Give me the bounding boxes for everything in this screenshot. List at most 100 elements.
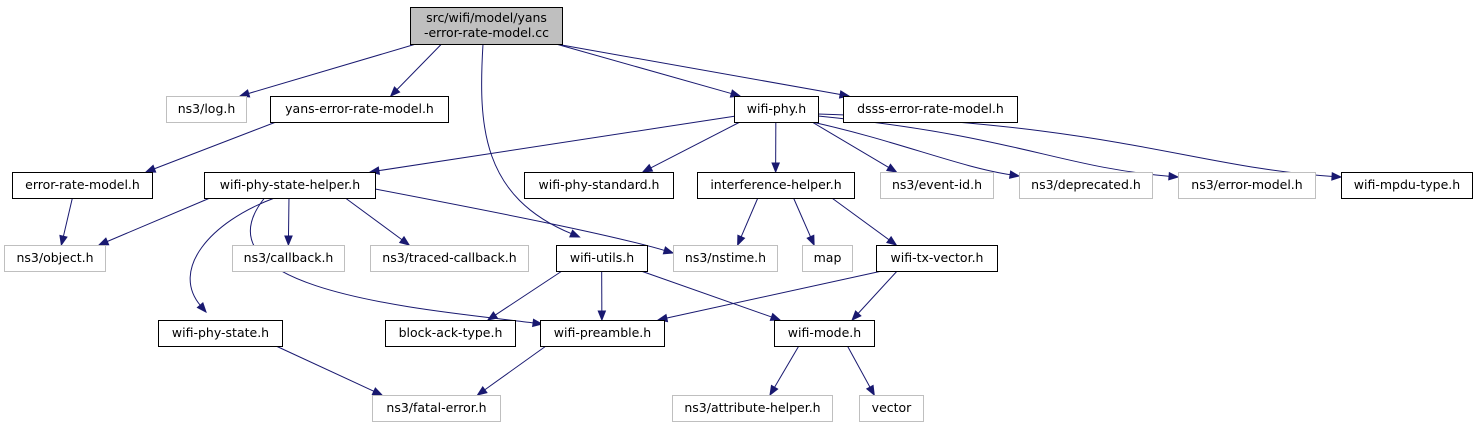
node-box-wifi-phy-standard-h: [524, 172, 674, 199]
edge-wifi-phy-h-to-ns3-event-id-h: [811, 121, 890, 169]
node-box-ns3-attribute-helper-h: [672, 395, 833, 422]
edge-wifi-phy-state-helper-h-to-wifi-phy-state-h: [189, 197, 275, 307]
node-wifi-tx-vector-h[interactable]: wifi-tx-vector.h: [876, 245, 998, 272]
node-label-ns3-callback-h: ns3/callback.h: [244, 250, 334, 265]
node-box-error-rate-model-h: [12, 172, 153, 199]
arrowhead-wifi-phy-state-h-to-ns3-fatal-error-h: [371, 387, 384, 396]
node-box-wifi-tx-vector-h: [876, 245, 998, 272]
node-ns3-error-model-h[interactable]: ns3/error-model.h: [1178, 172, 1316, 199]
node-box-ns3-traced-callback-h: [370, 245, 529, 272]
edge-root-to-dsss-error-rate-model-h: [555, 43, 842, 96]
arrowhead-wifi-phy-h-to-ns3-event-id-h: [885, 163, 898, 173]
node-ns3-attribute-helper-h[interactable]: ns3/attribute-helper.h: [672, 395, 833, 422]
node-label-wifi-phy-h: wifi-phy.h: [747, 101, 806, 116]
node-interference-helper-h[interactable]: interference-helper.h: [697, 172, 855, 199]
node-ns3-fatal-error-h[interactable]: ns3/fatal-error.h: [372, 395, 501, 422]
node-box-wifi-preamble-h: [540, 320, 665, 347]
node-label-ns3-event-id-h: ns3/event-id.h: [892, 177, 982, 192]
node-wifi-mode-h[interactable]: wifi-mode.h: [774, 320, 875, 347]
arrowhead-wifi-phy-h-to-ns3-error-model-h: [1168, 171, 1180, 181]
node-yans-error-rate-model-h[interactable]: yans-error-rate-model.h: [270, 96, 449, 123]
edge-wifi-phy-h-to-wifi-phy-state-helper-h: [377, 115, 737, 172]
arrowhead-root-to-ns3-log-h: [238, 89, 251, 98]
node-error-rate-model-h[interactable]: error-rate-model.h: [12, 172, 153, 199]
node-wifi-phy-state-h[interactable]: wifi-phy-state.h: [158, 320, 283, 347]
node-label-wifi-utils-h: wifi-utils.h: [570, 250, 634, 265]
node-dsss-error-rate-model-h[interactable]: dsss-error-rate-model.h: [843, 96, 1018, 123]
node-wifi-phy-h[interactable]: wifi-phy.h: [734, 96, 819, 123]
node-label-ns3-error-model-h: ns3/error-model.h: [1191, 177, 1302, 192]
node-box-dsss-error-rate-model-h: [843, 96, 1018, 123]
edge-wifi-phy-h-to-ns3-error-model-h: [817, 115, 1171, 177]
node-box-wifi-phy-state-h: [158, 320, 283, 347]
node-box-yans-error-rate-model-h: [270, 96, 449, 123]
edge-wifi-mode-h-to-ns3-attribute-helper-h: [773, 345, 800, 389]
node-wifi-mpdu-type-h[interactable]: wifi-mpdu-type.h: [1341, 172, 1473, 199]
node-ns3-traced-callback-h[interactable]: ns3/traced-callback.h: [370, 245, 529, 272]
node-ns3-event-id-h[interactable]: ns3/event-id.h: [880, 172, 994, 199]
node-box-ns3-log-h: [166, 96, 247, 123]
node-label-interference-helper-h: interference-helper.h: [710, 177, 841, 192]
node-map[interactable]: map: [802, 245, 853, 272]
edge-yans-error-rate-model-h-to-error-rate-model-h: [153, 121, 277, 170]
node-label-ns3-log-h: ns3/log.h: [178, 101, 236, 116]
node-wifi-utils-h[interactable]: wifi-utils.h: [556, 245, 648, 272]
node-wifi-phy-standard-h[interactable]: wifi-phy-standard.h: [524, 172, 674, 199]
node-vector[interactable]: vector: [859, 395, 924, 422]
edge-wifi-phy-state-helper-h-to-wifi-preamble-h: [249, 197, 535, 324]
arrowhead-wifi-utils-h-to-wifi-mode-h: [769, 312, 782, 321]
node-label-wifi-mpdu-type-h: wifi-mpdu-type.h: [1354, 177, 1460, 192]
edge-wifi-phy-h-to-wifi-phy-standard-h: [649, 121, 741, 169]
arrowhead-wifi-mode-h-to-vector: [865, 384, 875, 397]
node-box-map: [802, 245, 853, 272]
node-label-error-rate-model-h: error-rate-model.h: [25, 177, 140, 192]
node-ns3-deprecated-h[interactable]: ns3/deprecated.h: [1019, 172, 1153, 199]
node-box-block-ack-type-h: [385, 320, 516, 347]
node-box-ns3-error-model-h: [1178, 172, 1316, 199]
arrowhead-wifi-phy-h-to-interference-helper-h: [771, 162, 781, 174]
edge-wifi-preamble-h-to-ns3-fatal-error-h: [483, 345, 547, 391]
node-ns3-nstime-h[interactable]: ns3/nstime.h: [673, 245, 778, 272]
node-box-ns3-fatal-error-h: [372, 395, 501, 422]
node-wifi-phy-state-helper-h[interactable]: wifi-phy-state-helper.h: [204, 172, 376, 199]
node-wifi-preamble-h[interactable]: wifi-preamble.h: [540, 320, 665, 347]
node-label-wifi-tx-vector-h: wifi-tx-vector.h: [891, 250, 984, 265]
arrowhead-root-to-wifi-phy-h: [729, 89, 742, 98]
node-box-wifi-phy-state-helper-h: [204, 172, 376, 199]
edge-root-to-wifi-phy-h: [555, 43, 733, 95]
node-box-ns3-deprecated-h: [1019, 172, 1153, 199]
arrowhead-wifi-phy-state-helper-h-to-ns3-nstime-h: [662, 246, 675, 255]
arrowhead-wifi-phy-h-to-ns3-deprecated-h: [1008, 170, 1021, 179]
edge-wifi-phy-state-helper-h-to-ns3-nstime-h: [374, 188, 666, 252]
edge-wifi-tx-vector-h-to-wifi-mode-h: [857, 270, 898, 315]
node-label-wifi-phy-state-h: wifi-phy-state.h: [172, 325, 269, 340]
node-label-root-line-1: src/wifi/model/yans: [426, 10, 547, 25]
node-box-wifi-phy-h: [734, 96, 819, 123]
node-ns3-callback-h[interactable]: ns3/callback.h: [232, 245, 345, 272]
edge-wifi-phy-state-helper-h-to-ns3-traced-callback-h: [345, 197, 403, 241]
node-label-wifi-preamble-h: wifi-preamble.h: [554, 325, 651, 340]
arrowhead-wifi-preamble-h-to-ns3-fatal-error-h: [476, 385, 488, 396]
edge-interference-helper-h-to-ns3-nstime-h: [740, 197, 759, 238]
node-block-ack-type-h[interactable]: block-ack-type.h: [385, 320, 516, 347]
node-label-wifi-phy-standard-h: wifi-phy-standard.h: [539, 177, 660, 192]
arrowhead-wifi-phy-state-helper-h-to-wifi-preamble-h: [532, 318, 544, 328]
node-box-ns3-callback-h: [232, 245, 345, 272]
node-box-wifi-mpdu-type-h: [1341, 172, 1473, 199]
node-ns3-log-h[interactable]: ns3/log.h: [166, 96, 247, 123]
node-box-ns3-object-h: [4, 245, 106, 272]
arrowhead-wifi-utils-h-to-block-ack-type-h: [486, 311, 499, 321]
edge-interference-helper-h-to-map: [793, 197, 812, 238]
node-ns3-object-h[interactable]: ns3/object.h: [4, 245, 106, 272]
arrowhead-wifi-mode-h-to-ns3-attribute-helper-h: [769, 384, 779, 397]
node-root[interactable]: src/wifi/model/yans-error-rate-model.cc: [410, 7, 563, 45]
arrowhead-yans-error-rate-model-h-to-error-rate-model-h: [144, 164, 157, 173]
arrowhead-root-to-yans-error-rate-model-h: [389, 86, 401, 97]
node-label-yans-error-rate-model-h: yans-error-rate-model.h: [285, 101, 434, 116]
arrowhead-interference-helper-h-to-wifi-tx-vector-h: [886, 235, 898, 246]
edge-error-rate-model-h-to-ns3-object-h: [62, 197, 73, 238]
edge-wifi-phy-state-h-to-ns3-fatal-error-h: [275, 345, 375, 393]
node-box-interference-helper-h: [697, 172, 855, 199]
node-box-vector: [859, 395, 924, 422]
arrowhead-root-to-wifi-utils-h: [569, 229, 581, 238]
